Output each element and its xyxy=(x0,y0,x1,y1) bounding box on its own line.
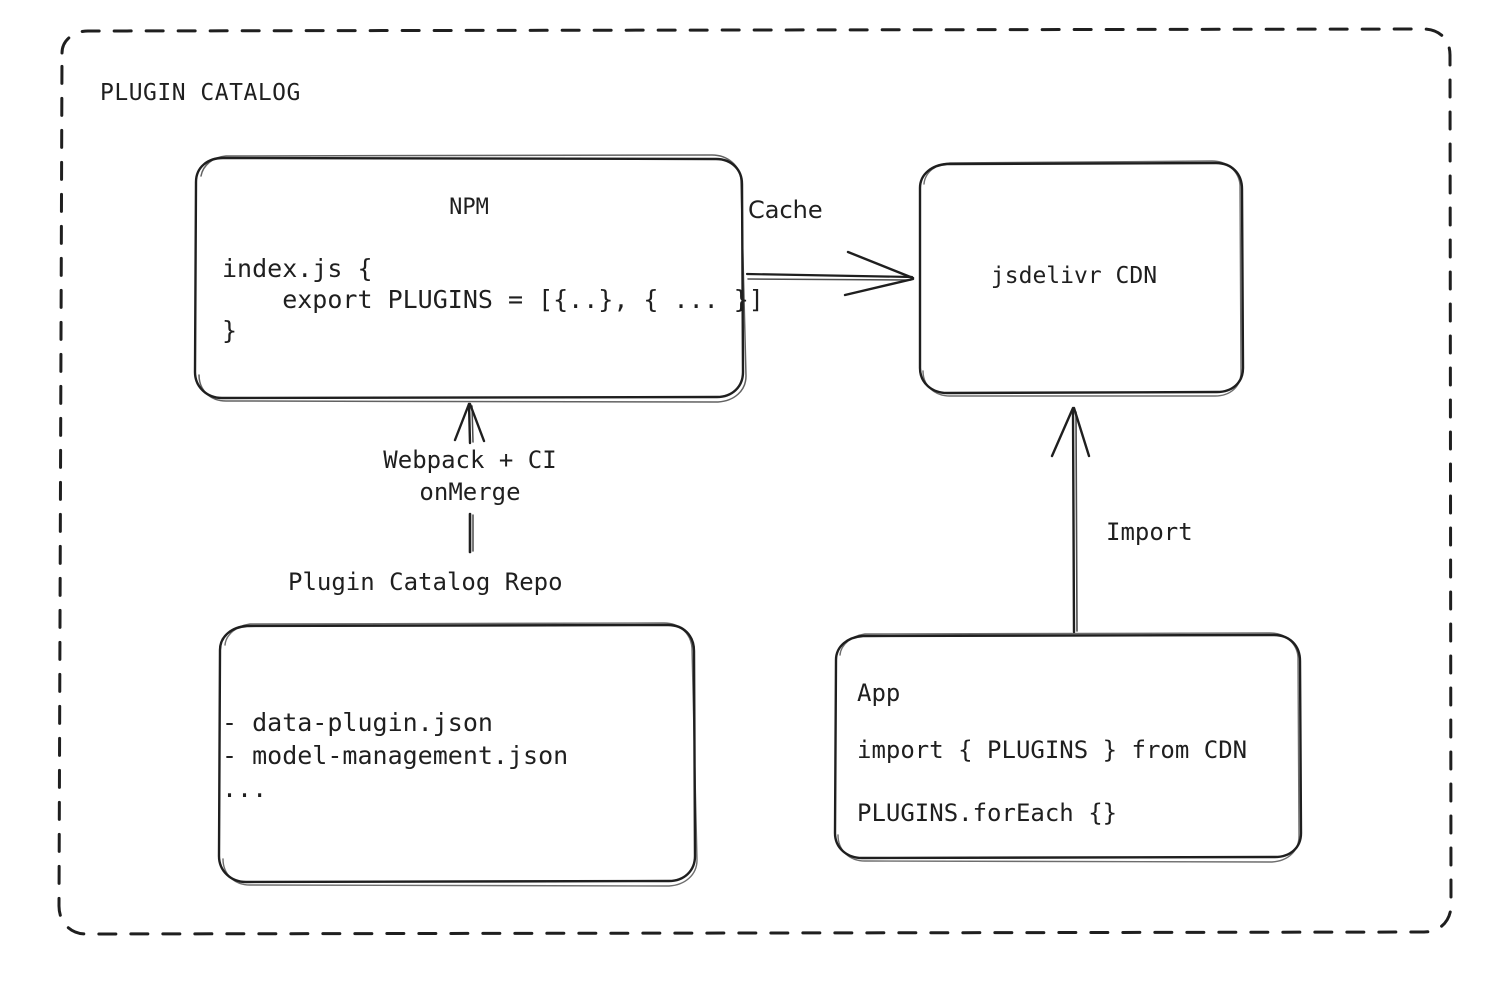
cache-edge-label: Cache xyxy=(748,196,823,224)
app-code-line-2: PLUGINS.forEach {} xyxy=(857,799,1118,827)
app-node-title: App xyxy=(857,679,901,707)
build-edge-label-line2: onMerge xyxy=(419,478,521,506)
cdn-node-title: jsdelivr CDN xyxy=(990,263,1158,289)
repo-file-line-3: ... xyxy=(222,774,268,803)
import-arrow-head-right xyxy=(1072,406,1091,458)
cache-arrow-shaft-2 xyxy=(747,278,912,281)
npm-code-line-3: } xyxy=(222,316,238,345)
build-arrow-shaft-upper-2 xyxy=(471,405,474,443)
repo-node-caption: Plugin Catalog Repo xyxy=(288,568,563,596)
build-arrow-head-left xyxy=(453,402,471,442)
cache-arrow-head-lower xyxy=(843,277,915,297)
import-arrow-head-left xyxy=(1050,406,1075,458)
import-arrow-shaft-2 xyxy=(1075,411,1078,632)
app-code-line-1: import { PLUGINS } from CDN xyxy=(857,736,1248,764)
group-title: PLUGIN CATALOG xyxy=(100,80,301,106)
build-edge-label-line1: Webpack + CI xyxy=(383,446,557,474)
npm-node-title: NPM xyxy=(449,195,489,220)
import-edge-label: Import xyxy=(1106,518,1193,546)
build-arrow-shaft-upper xyxy=(467,402,472,445)
repo-file-line-1: - data-plugin.json xyxy=(222,708,493,737)
import-arrow-shaft xyxy=(1071,407,1076,634)
npm-code-line-1: index.js { xyxy=(222,254,373,283)
cache-arrow-shaft xyxy=(745,272,914,279)
repo-file-line-2: - model-management.json xyxy=(222,741,569,770)
build-arrow-head-right xyxy=(468,402,486,443)
npm-code-line-2: export PLUGINS = [{..}, { ... }] xyxy=(222,285,764,314)
